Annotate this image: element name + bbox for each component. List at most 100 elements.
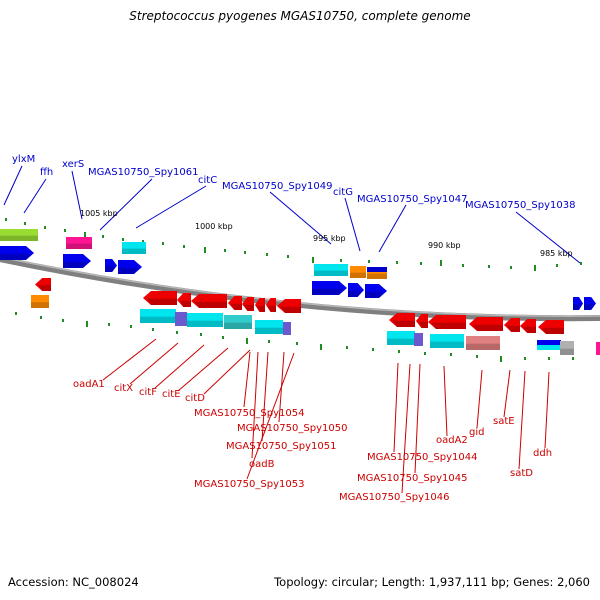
inner-tick	[476, 355, 478, 358]
cds-arrow-Spy1045-shade	[418, 321, 428, 328]
leader-line-oadB	[251, 351, 259, 459]
gene-label-satD: satD	[510, 468, 533, 479]
inner-tick	[424, 352, 426, 355]
outer-tick	[224, 249, 226, 252]
cds-arrow-Spy1044	[389, 313, 415, 327]
cog-block-ddh-top	[537, 340, 561, 345]
cds-arrow-Spy1047-shade	[365, 291, 384, 298]
cog-block-edge	[596, 342, 600, 355]
cog-block-Spy1044	[387, 331, 415, 345]
cog-block-Spy1047-shade	[367, 273, 387, 279]
leader-line-xerS	[71, 170, 83, 220]
outer-tick	[162, 242, 164, 245]
outer-tick	[488, 265, 490, 268]
inner-tick	[130, 325, 132, 328]
cds-arrow-citF	[191, 294, 227, 308]
outer-tick	[510, 266, 512, 269]
outer-tick	[287, 255, 289, 258]
cds-arrow-Spy1054-shade	[257, 305, 265, 312]
gene-label-MGAS10750_Spy1047: MGAS10750_Spy1047	[357, 194, 467, 205]
leader-line-MGAS10750_Spy1054	[243, 351, 251, 408]
cds-arrow-gid-shade	[472, 324, 503, 331]
gene-label-citG: citG	[333, 187, 353, 198]
cds-arrow-satD	[520, 319, 536, 333]
scale-label-1005-kbp: 1005 kbp	[80, 209, 118, 218]
cog-block-ylxM	[0, 229, 38, 241]
cog-block-gid	[466, 336, 500, 350]
gene-label-MGAS10750_Spy1061: MGAS10750_Spy1061	[88, 167, 198, 178]
outer-tick	[102, 235, 104, 238]
genome-title: Streptococcus pyogenes MGAS10750, comple…	[129, 9, 471, 23]
cds-arrow-citG-shade	[348, 290, 362, 297]
cds-arrow-citE	[228, 296, 242, 310]
cds-arrow-oadA1	[143, 291, 177, 305]
cds-arrow-Spy1051-shade	[280, 306, 301, 313]
cds-arrow-Spy1047	[365, 284, 387, 298]
leader-line-oadA2	[443, 365, 448, 437]
cog-block-citG-shade	[350, 272, 366, 278]
inner-tick	[320, 344, 322, 350]
inner-tick	[62, 319, 64, 322]
inner-tick	[450, 353, 452, 356]
leader-line-MGAS10750_Spy1053	[246, 352, 295, 480]
gene-label-MGAS10750_Spy1051: MGAS10750_Spy1051	[226, 441, 336, 452]
cds-arrow-Spy1051	[277, 299, 301, 313]
outer-tick	[204, 247, 206, 253]
cds-arrow-citG	[348, 283, 364, 297]
gene-label-MGAS10750_Spy1045: MGAS10750_Spy1045	[357, 473, 467, 484]
cog-block-ffh	[31, 295, 49, 308]
outer-tick	[340, 259, 342, 262]
cds-arrow-citC	[105, 259, 117, 272]
cog-block-citX	[175, 312, 187, 326]
cds-arrow-ylxM-shade	[0, 253, 31, 260]
cog-block-ddh-grey	[560, 341, 574, 355]
scale-label-995-kbp: 995 kbp	[313, 234, 346, 243]
gene-label-ffh: ffh	[40, 167, 53, 178]
gene-label-ddh: ddh	[533, 448, 552, 459]
cog-block-Spy1047-top	[367, 267, 387, 272]
gene-label-MGAS10750_Spy1044: MGAS10750_Spy1044	[367, 452, 477, 463]
cog-block-oadA2-shade	[430, 341, 464, 348]
leader-line-ddh	[544, 371, 550, 449]
leader-line-MGAS10750_Spy1038	[515, 211, 581, 264]
gene-label-MGAS10750_Spy1038: MGAS10750_Spy1038	[465, 200, 575, 211]
inner-tick	[346, 346, 348, 349]
gene-label-citF: citF	[139, 387, 157, 398]
inner-tick	[200, 333, 202, 336]
inner-tick	[86, 321, 88, 327]
inner-tick	[572, 357, 574, 360]
inner-tick	[108, 323, 110, 326]
outer-tick	[368, 260, 370, 263]
cog-block-Spy1061	[122, 242, 146, 254]
gene-label-citE: citE	[162, 389, 181, 400]
cds-arrow-ffh-rev	[35, 278, 51, 291]
cds-arrow-ddh	[538, 320, 564, 334]
cds-arrow-ddh-shade	[541, 327, 564, 334]
leader-line-MGAS10750_Spy1061	[99, 178, 153, 231]
cog-block-xerS-shade	[66, 243, 92, 249]
cds-arrow-Spy1050-shade	[268, 305, 276, 312]
inner-tick	[268, 340, 270, 343]
outer-tick	[24, 222, 26, 225]
cds-arrow-citD	[242, 297, 254, 311]
cds-arrow-Spy1044-shade	[392, 320, 415, 327]
topology-text: Topology: circular; Length: 1,937,111 bp…	[274, 575, 590, 589]
accession-text: Accession: NC_008024	[8, 575, 139, 589]
cds-arrow-satD-shade	[523, 326, 536, 333]
inner-tick	[524, 357, 526, 360]
outer-tick	[462, 264, 464, 267]
leader-line-citX	[129, 342, 179, 385]
cog-block-xerS	[66, 237, 92, 249]
outer-tick	[420, 262, 422, 265]
cds-arrow-Spy1045	[416, 314, 428, 328]
cog-block-oadA2	[430, 334, 464, 348]
leader-line-citE	[177, 347, 229, 392]
cog-block-citE-shade	[224, 322, 252, 329]
outer-tick	[244, 251, 246, 254]
leader-line-MGAS10750_Spy1044	[393, 362, 399, 453]
feature-layer	[0, 229, 600, 355]
outer-tick	[84, 232, 86, 238]
cds-arrow-citC-shade	[105, 266, 115, 272]
inner-tick	[176, 331, 178, 334]
